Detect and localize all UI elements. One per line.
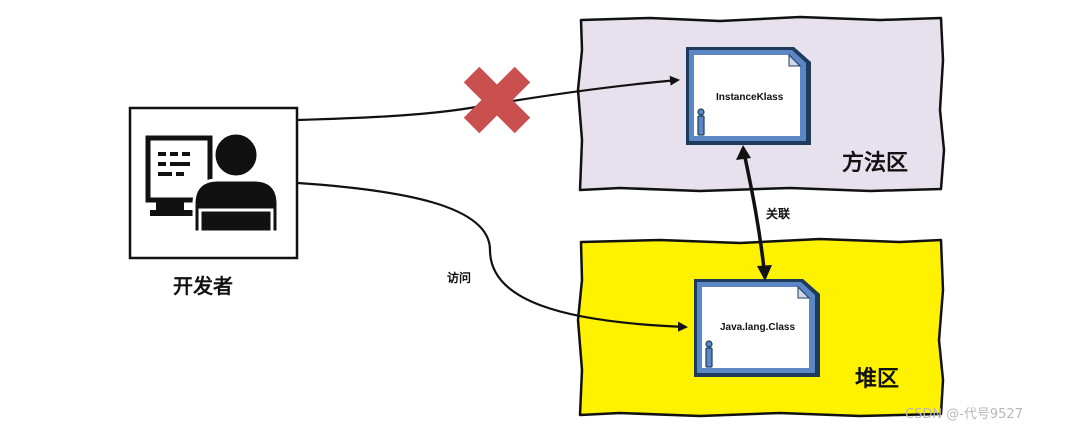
- access-edge-label: 访问: [447, 270, 471, 285]
- java-lang-class-document: Java.lang.Class: [694, 279, 820, 377]
- developer-at-computer-icon: [145, 131, 280, 234]
- red-x-icon: [463, 66, 531, 134]
- access-edge-line: [297, 181, 688, 332]
- link-edge-label: 关联: [766, 206, 790, 221]
- java-lang-class-label: Java.lang.Class: [720, 322, 795, 333]
- link-arrowhead-top: [736, 145, 751, 160]
- blocked-edge: [297, 66, 680, 134]
- link-arrowhead-bottom: [757, 265, 772, 281]
- developer-node: 开发者: [128, 106, 299, 298]
- blocked-edge-line: [297, 75, 680, 122]
- method-area-label: 方法区: [842, 150, 908, 176]
- access-edge: 访问: [297, 181, 688, 332]
- heap-label: 堆区: [855, 367, 899, 392]
- link-edge: 关联: [736, 145, 790, 281]
- link-edge-line: [741, 147, 767, 279]
- instance-klass-document: InstanceKlass: [686, 47, 811, 145]
- instance-klass-label: InstanceKlass: [716, 92, 784, 103]
- developer-label: 开发者: [173, 274, 233, 298]
- watermark: CSDN @-代号9527: [905, 407, 1023, 422]
